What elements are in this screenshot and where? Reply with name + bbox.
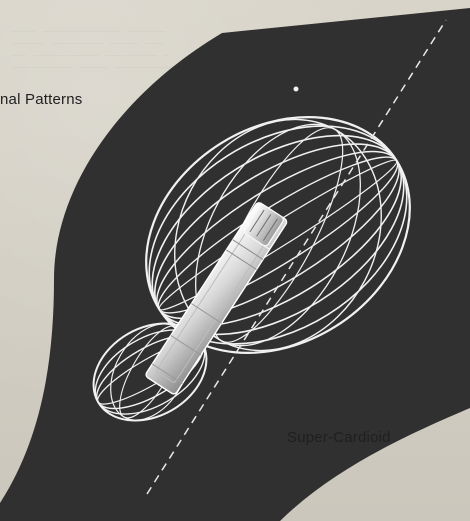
polar-origin-dot xyxy=(294,87,299,92)
diagram-title: nal Patterns xyxy=(0,91,82,108)
super-cardioid-label: Super-Cardioid xyxy=(287,429,391,446)
